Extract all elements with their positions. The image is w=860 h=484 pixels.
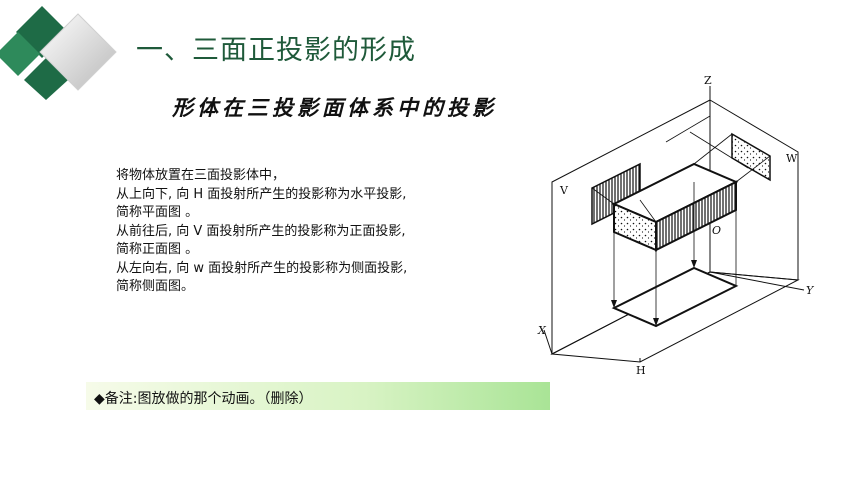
note-banner: ◆备注:图放做的那个动画。（删除） <box>86 382 550 410</box>
body-line: 将物体放置在三面投影体中， <box>116 168 286 183</box>
label-x: X <box>537 324 547 337</box>
label-o: O <box>712 224 721 237</box>
page-subtitle: 形体在三投影面体系中的投影 <box>172 95 497 120</box>
logo-diamonds-icon <box>0 6 117 100</box>
body-line: 从上向下, 向 H 面投射所产生的投影称为水平投影, <box>116 186 407 202</box>
label-y: Y <box>806 284 815 297</box>
label-h: H <box>636 364 646 377</box>
body-line: 从左向右, 向 w 面投射所产生的投影称为侧面投影, <box>116 260 408 276</box>
w-projection <box>731 132 771 182</box>
page-title: 一、三面正投影的形成 <box>136 35 416 66</box>
body-line: 简称侧面图。 <box>116 279 195 294</box>
projection-diagram: Z V W O Y X H <box>537 74 815 377</box>
label-z: Z <box>704 74 712 87</box>
label-v: V <box>559 184 569 197</box>
body-paragraph: 将物体放置在三面投影体中， 从上向下, 向 H 面投射所产生的投影称为水平投影,… <box>116 167 496 297</box>
body-line: 简称正面图 。 <box>116 242 199 257</box>
label-w: W <box>786 152 798 165</box>
note-text: ◆备注:图放做的那个动画。（删除） <box>94 391 313 407</box>
body-line: 简称平面图 。 <box>116 205 199 220</box>
h-projection <box>611 266 739 328</box>
body-line: 从前往后, 向 V 面投射所产生的投影称为正面投影, <box>116 223 406 239</box>
